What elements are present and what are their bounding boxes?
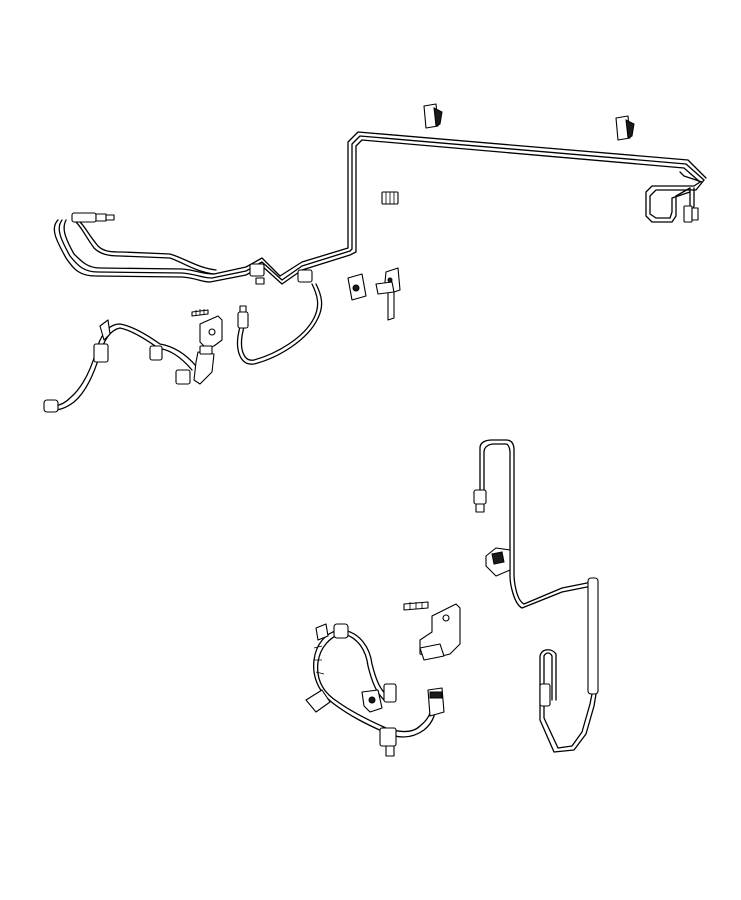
- bracket-bolt-right[interactable]: [403, 601, 429, 611]
- center-brake-hose: [236, 283, 323, 365]
- bundle-clip-top-right[interactable]: [615, 115, 635, 141]
- bracket-bolt-left[interactable]: [191, 309, 209, 317]
- rear-right-brake-line-assembly[interactable]: [473, 439, 599, 753]
- retainer-clip-center[interactable]: [381, 191, 399, 205]
- mounting-clip[interactable]: [347, 273, 367, 301]
- hose-bracket-left[interactable]: [199, 315, 223, 349]
- bundle-clip-top-left[interactable]: [423, 103, 443, 129]
- tube-clip-left: [249, 263, 265, 285]
- tube-clip-middle: [297, 269, 313, 283]
- front-left-brake-hose-assembly[interactable]: [43, 319, 215, 413]
- hose-bracket-right[interactable]: [419, 603, 461, 661]
- brake-tube-bundle: [53, 131, 707, 285]
- front-right-brake-hose-assembly[interactable]: [305, 623, 445, 757]
- main-brake-line-assembly[interactable]: [53, 131, 707, 365]
- right-tube-loop: [645, 171, 705, 223]
- mounting-bracket-tall[interactable]: [375, 267, 401, 321]
- left-tube-fitting: [71, 212, 115, 223]
